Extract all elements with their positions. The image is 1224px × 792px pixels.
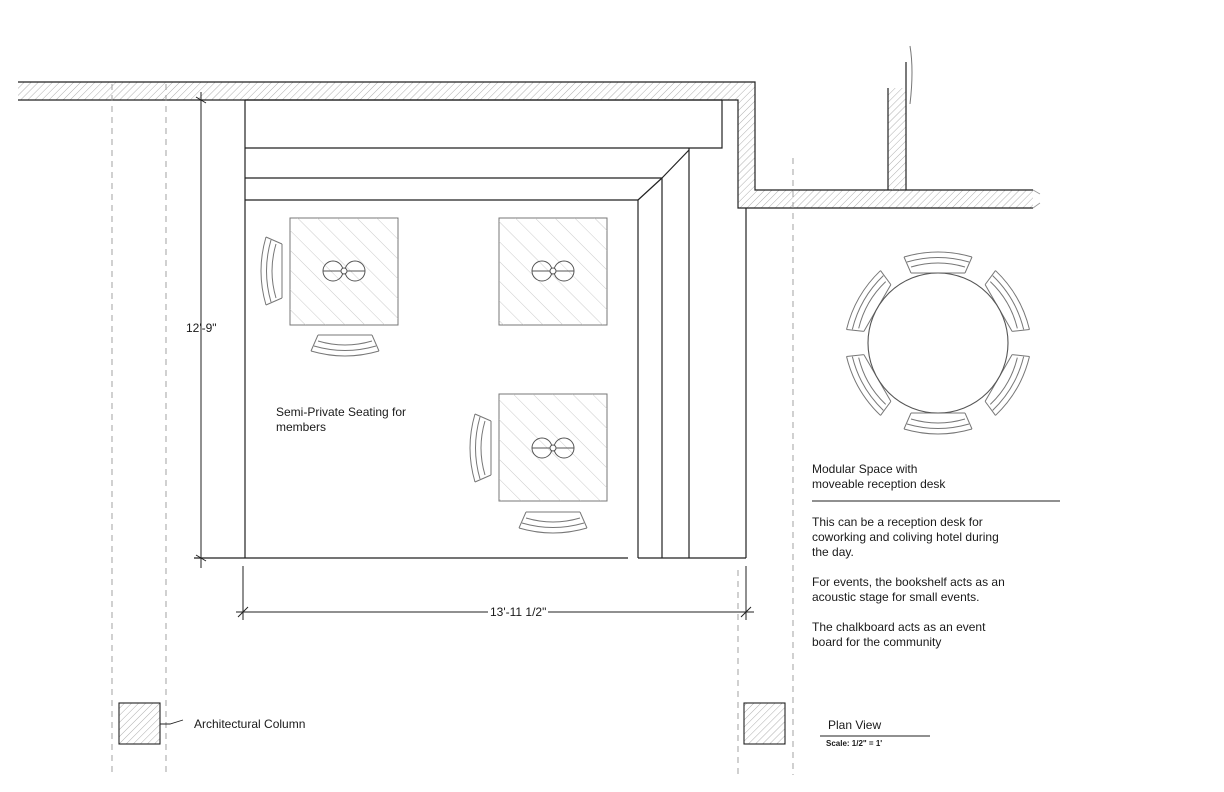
notes-title-line2: moveable reception desk: [812, 477, 946, 491]
bookshelf: [245, 99, 723, 558]
room-outline: [194, 100, 747, 559]
notes-para3-line1: The chalkboard acts as an event: [812, 620, 986, 634]
column-grid-lines: [111, 84, 794, 775]
column-right: [743, 702, 786, 745]
height-dimension: [195, 92, 207, 568]
notes-para2-line2: acoustic stage for small events.: [812, 590, 980, 604]
table-3: [469, 393, 608, 534]
height-dimension-label: 12'-9": [186, 321, 217, 335]
notes-para1-line3: the day.: [812, 545, 854, 559]
column-label: Architectural Column: [194, 717, 306, 731]
notes-para3-line2: board for the community: [812, 635, 942, 649]
exterior-wall: [18, 45, 1041, 209]
plan-view-title: Plan View: [828, 718, 882, 732]
column-left: [118, 702, 184, 745]
notes-block: Modular Space with moveable reception de…: [812, 462, 1062, 650]
notes-para1-line1: This can be a reception desk for: [812, 515, 983, 529]
round-table: [841, 251, 1035, 435]
seating-label-line2: members: [276, 420, 327, 434]
notes-para2-line1: For events, the bookshelf acts as an: [812, 575, 1005, 589]
notes-para1-line2: coworking and coliving hotel during: [812, 530, 999, 544]
table-1: [260, 217, 399, 357]
notes-title-line1: Modular Space with: [812, 462, 918, 476]
width-dimension-label: 13'-11 1/2": [488, 605, 549, 620]
seating-label-line1: Semi-Private Seating for: [276, 405, 407, 419]
plan-view-scale: Scale: 1/2" = 1': [826, 739, 883, 748]
table-2: [498, 217, 608, 326]
